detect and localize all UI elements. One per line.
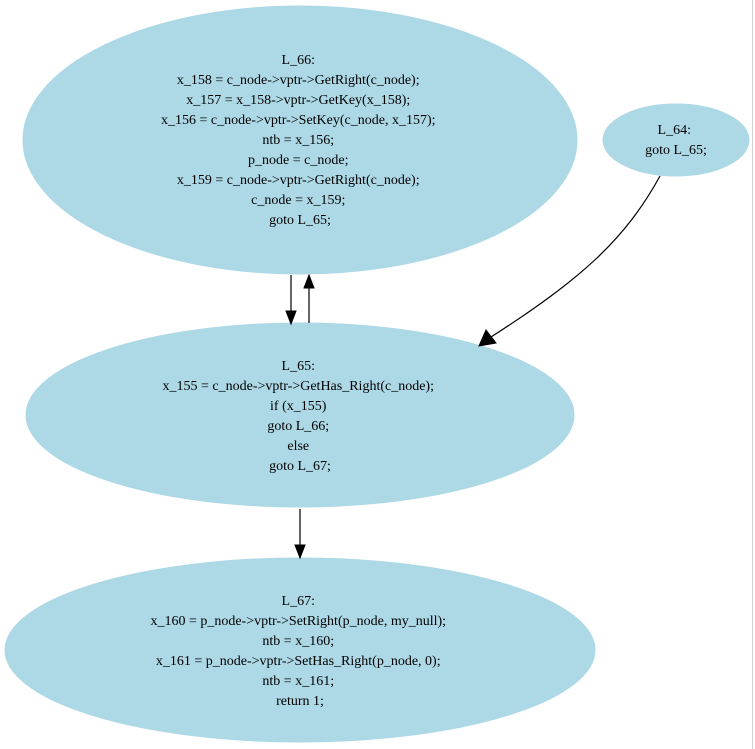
node-l67-shape [4, 557, 596, 743]
node-l65-line: else [287, 439, 309, 454]
node-l66-line: x_157 = x_158->vptr->GetKey(x_158); [186, 93, 410, 108]
edge-l65-to-l67 [294, 509, 306, 560]
node-l66-line: x_156 = c_node->vptr->SetKey(c_node, x_1… [161, 113, 436, 128]
node-l67[interactable]: L_67: x_160 = p_node->vptr->SetRight(p_n… [4, 557, 596, 743]
node-l65[interactable]: L_65: x_155 = c_node->vptr->GetHas_Right… [25, 322, 575, 508]
node-l66-line: p_node = c_node; [248, 153, 348, 168]
node-l66-line: ntb = x_156; [262, 133, 334, 148]
node-l65-shape [25, 322, 575, 508]
edge-l65-to-l66-arrowhead [303, 273, 315, 289]
node-l67-line: ntb = x_161; [262, 674, 334, 689]
node-l67-line: L_67: [282, 594, 315, 609]
node-l66-line: goto L_65; [269, 213, 331, 228]
node-l64-line: goto L_65; [645, 143, 707, 158]
node-l67-label: L_67: x_160 = p_node->vptr->SetRight(p_n… [150, 594, 449, 709]
node-l67-line: return 1; [276, 694, 324, 709]
node-l64-line: L_64: [658, 123, 691, 138]
node-l66-line: L_66: [282, 53, 315, 68]
edge-l64-to-l65-arrowhead [478, 329, 497, 347]
node-l66[interactable]: L_66: x_158 = c_node->vptr->GetRight(c_n… [22, 5, 578, 275]
node-l66-line: x_159 = c_node->vptr->GetRight(c_node); [177, 173, 420, 188]
edge-l66-to-l65-arrowhead [285, 310, 297, 326]
edge-l66-to-l65 [285, 275, 297, 326]
node-l65-label: L_65: x_155 = c_node->vptr->GetHas_Right… [163, 359, 438, 474]
node-l65-line: goto L_67; [269, 459, 331, 474]
node-l65-line: if (x_155) [270, 399, 327, 414]
node-l64[interactable]: L_64: goto L_65; [602, 103, 750, 177]
node-l67-line: x_161 = p_node->vptr->SetHas_Right(p_nod… [156, 654, 441, 669]
node-l66-line: c_node = x_159; [251, 193, 345, 208]
edge-l64-to-l65 [478, 175, 661, 347]
node-l64-shape [602, 103, 750, 177]
node-l65-line: goto L_66; [267, 419, 329, 434]
node-l66-label: L_66: x_158 = c_node->vptr->GetRight(c_n… [161, 53, 439, 228]
node-l67-line: x_160 = p_node->vptr->SetRight(p_node, m… [150, 614, 446, 629]
edge-l65-to-l67-arrowhead [294, 544, 306, 560]
node-l65-line: x_155 = c_node->vptr->GetHas_Right(c_nod… [163, 379, 434, 394]
node-l66-shape [22, 5, 578, 275]
canvas-right-border [752, 0, 753, 749]
node-l67-line: ntb = x_160; [262, 634, 334, 649]
node-l64-label: L_64: goto L_65; [645, 123, 707, 158]
edge-l64-to-l65-line [490, 175, 661, 338]
edge-l65-to-l66 [303, 273, 315, 323]
node-l65-line: L_65: [282, 359, 315, 374]
node-l66-line: x_158 = c_node->vptr->GetRight(c_node); [177, 73, 420, 88]
